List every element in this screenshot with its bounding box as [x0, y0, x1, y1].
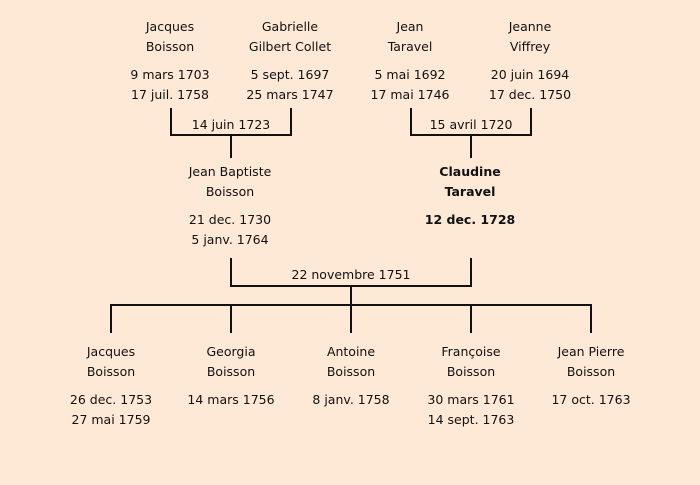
descent-line: [350, 285, 352, 306]
birth-date: 17 oct. 1763: [551, 392, 631, 407]
last-name: Boisson: [145, 39, 195, 54]
descent-line: [230, 134, 232, 158]
first-name: Jeanne: [508, 19, 552, 34]
last-name: Taravel: [444, 184, 496, 199]
child-drop-line: [470, 304, 472, 333]
descent-line: [470, 134, 472, 158]
first-name: Claudine: [439, 164, 501, 179]
person-jean-taravel: Jean Taravel 5 mai 1692 17 mai 1746: [340, 17, 480, 105]
first-name: Françoise: [441, 344, 501, 359]
first-name: Gabrielle: [261, 19, 319, 34]
last-name: Viffrey: [509, 39, 551, 54]
last-name: Boisson: [206, 364, 256, 379]
birth-date: 12 dec. 1728: [424, 212, 516, 227]
person-jean-baptiste-boisson: Jean Baptiste Boisson 21 dec. 1730 5 jan…: [160, 162, 300, 250]
death-date: 17 dec. 1750: [488, 87, 572, 102]
child-drop-line: [110, 304, 112, 333]
first-name: Jean Baptiste: [188, 164, 272, 179]
birth-date: 5 mai 1692: [374, 67, 446, 82]
last-name: Boisson: [205, 184, 255, 199]
person-jean-pierre-boisson: Jean Pierre Boisson 17 oct. 1763: [521, 342, 661, 410]
connector-line: [230, 258, 232, 287]
last-name: Boisson: [566, 364, 616, 379]
person-jacques-boisson-jr: Jacques Boisson 26 dec. 1753 27 mai 1759: [41, 342, 181, 430]
birth-date: 30 mars 1761: [427, 392, 515, 407]
last-name: Boisson: [326, 364, 376, 379]
person-francoise-boisson: Françoise Boisson 30 mars 1761 14 sept. …: [401, 342, 541, 430]
connector-line: [410, 108, 412, 136]
person-georgia-boisson: Georgia Boisson 14 mars 1756: [161, 342, 301, 410]
connector-line: [530, 108, 532, 136]
child-drop-line: [590, 304, 592, 333]
death-date: 25 mars 1747: [246, 87, 334, 102]
person-antoine-boisson: Antoine Boisson 8 janv. 1758: [281, 342, 421, 410]
birth-date: 20 juin 1694: [490, 67, 570, 82]
connector-line: [170, 108, 172, 136]
first-name: Jean: [396, 19, 424, 34]
birth-date: 9 mars 1703: [130, 67, 210, 82]
person-jacques-boisson-sr: Jacques Boisson 9 mars 1703 17 juil. 175…: [100, 17, 240, 105]
marriage-date: 22 novembre 1751: [291, 267, 411, 282]
connector-line: [290, 108, 292, 136]
person-gabrielle-gilbert-collet: Gabrielle Gilbert Collet 5 sept. 1697 25…: [220, 17, 360, 105]
last-name: Boisson: [446, 364, 496, 379]
last-name: Taravel: [387, 39, 433, 54]
first-name: Jean Pierre: [557, 344, 625, 359]
death-date: 17 mai 1746: [370, 87, 450, 102]
death-date: 14 sept. 1763: [427, 412, 515, 427]
death-date: 17 juil. 1758: [131, 87, 209, 102]
marriage-date: 14 juin 1723: [191, 117, 271, 132]
first-name: Antoine: [326, 344, 376, 359]
marriage-date: 15 avril 1720: [429, 117, 513, 132]
death-date: 27 mai 1759: [71, 412, 151, 427]
person-claudine-taravel: Claudine Taravel 12 dec. 1728: [400, 162, 540, 230]
birth-date: 21 dec. 1730: [188, 212, 272, 227]
birth-date: 5 sept. 1697: [250, 67, 330, 82]
child-drop-line: [350, 304, 352, 333]
birth-date: 26 dec. 1753: [69, 392, 153, 407]
child-drop-line: [230, 304, 232, 333]
person-jeanne-viffrey: Jeanne Viffrey 20 juin 1694 17 dec. 1750: [460, 17, 600, 105]
first-name: Jacques: [145, 19, 195, 34]
last-name: Gilbert Collet: [248, 39, 332, 54]
death-date: 5 janv. 1764: [191, 232, 269, 247]
birth-date: 14 mars 1756: [187, 392, 275, 407]
connector-line: [470, 258, 472, 287]
first-name: Jacques: [86, 344, 136, 359]
last-name: Boisson: [86, 364, 136, 379]
first-name: Georgia: [206, 344, 256, 359]
birth-date: 8 janv. 1758: [312, 392, 390, 407]
